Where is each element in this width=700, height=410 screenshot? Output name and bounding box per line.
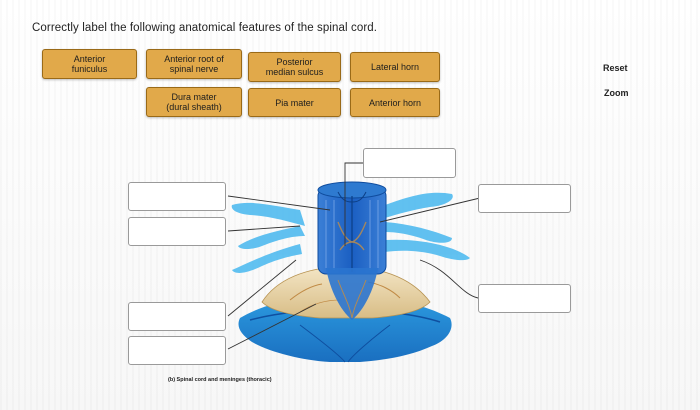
drop-zone-right-2[interactable] [478, 284, 571, 313]
drop-zone-right-1[interactable] [478, 184, 571, 213]
leader-lines [227, 162, 481, 350]
label-chip-anterior-horn[interactable]: Anterior horn [350, 88, 440, 117]
label-chip-dura-mater[interactable]: Dura mater (dural sheath) [146, 87, 242, 117]
spinal-nerve-roots [231, 192, 470, 273]
instruction-text: Correctly label the following anatomical… [32, 22, 378, 34]
drop-zone-left-4[interactable] [128, 336, 226, 365]
drop-zone-left-3[interactable] [128, 302, 226, 331]
label-chip-posterior-median-sulcus[interactable]: Posterior median sulcus [248, 52, 341, 82]
label-chip-anterior-funiculus[interactable]: Anterior funiculus [42, 49, 137, 79]
label-chip-lateral-horn[interactable]: Lateral horn [350, 52, 440, 82]
label-chip-anterior-root[interactable]: Anterior root of spinal nerve [146, 49, 242, 79]
figure-caption: (b) Spinal cord and meninges (thoracic) [168, 377, 272, 383]
drop-zone-left-2[interactable] [128, 217, 226, 246]
label-chip-pia-mater[interactable]: Pia mater [248, 88, 341, 117]
drop-zone-top[interactable] [363, 148, 456, 178]
zoom-button[interactable]: Zoom [604, 88, 629, 98]
reset-button[interactable]: Reset [603, 63, 628, 73]
drop-zone-left-1[interactable] [128, 182, 226, 211]
